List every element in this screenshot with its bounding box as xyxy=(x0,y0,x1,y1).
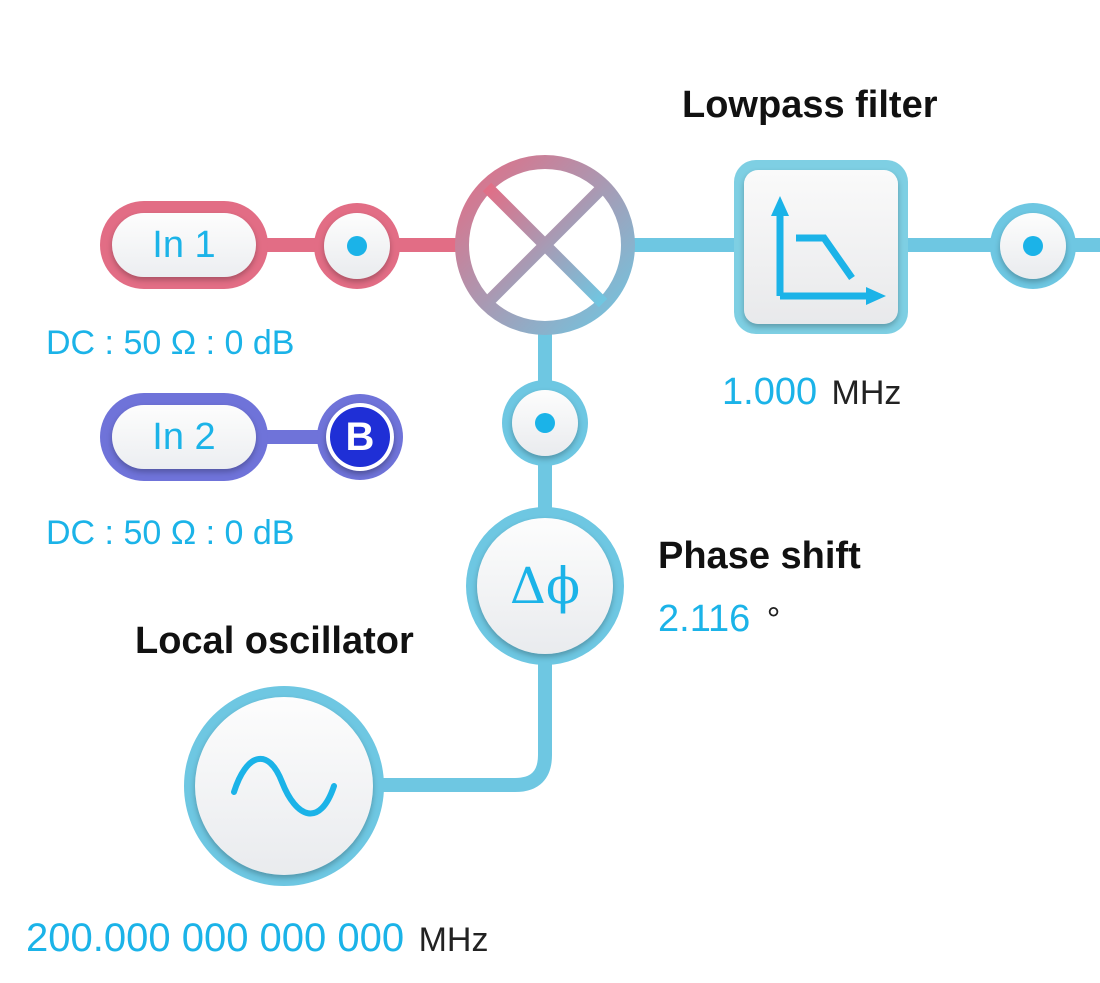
phase-shift-unit: ° xyxy=(766,601,781,639)
port-dot-icon xyxy=(535,413,555,433)
output-port[interactable] xyxy=(990,203,1076,289)
lowpass-response-icon xyxy=(771,196,886,305)
input-1-label: In 1 xyxy=(112,213,256,277)
lowpass-cutoff[interactable]: 1.000 MHz xyxy=(722,373,901,411)
input-1-port[interactable] xyxy=(314,203,400,289)
local-oscillator-frequency[interactable]: 200.000 000 000 000 MHz xyxy=(26,918,489,958)
input-2-button[interactable]: In 2 xyxy=(100,393,268,481)
phase-shift-button[interactable]: Δϕ xyxy=(466,507,624,665)
port-dot-icon xyxy=(347,236,367,256)
input-2-badge[interactable]: B xyxy=(317,394,403,480)
input-1-settings[interactable]: DC : 50 Ω : 0 dB xyxy=(46,324,295,362)
phase-shift-setting[interactable]: 2.116 ° xyxy=(658,600,780,638)
reference-port[interactable] xyxy=(502,380,588,466)
phase-shift-title: Phase shift xyxy=(658,535,861,577)
local-oscillator-frequency-value: 200.000 000 000 000 xyxy=(26,916,405,960)
local-oscillator-frequency-unit: MHz xyxy=(418,921,489,959)
wire-reference xyxy=(380,330,552,792)
lowpass-cutoff-value: 1.000 xyxy=(722,371,818,413)
port-dot-icon xyxy=(1023,236,1043,256)
sine-wave-icon xyxy=(231,755,337,817)
lowpass-filter-title: Lowpass filter xyxy=(682,84,938,126)
lowpass-cutoff-unit: MHz xyxy=(831,374,902,412)
input-1-button[interactable]: In 1 xyxy=(100,201,268,289)
local-oscillator-title: Local oscillator xyxy=(135,620,414,662)
mixer-cross-icon xyxy=(455,155,635,335)
local-oscillator-button[interactable] xyxy=(184,686,384,886)
phase-shift-icon: Δϕ xyxy=(509,557,581,615)
lowpass-filter-button[interactable] xyxy=(734,160,908,334)
badge-b-label: B xyxy=(326,403,394,471)
phase-shift-value: 2.116 xyxy=(658,598,751,640)
input-2-label: In 2 xyxy=(112,405,256,469)
input-2-settings[interactable]: DC : 50 Ω : 0 dB xyxy=(46,514,295,552)
